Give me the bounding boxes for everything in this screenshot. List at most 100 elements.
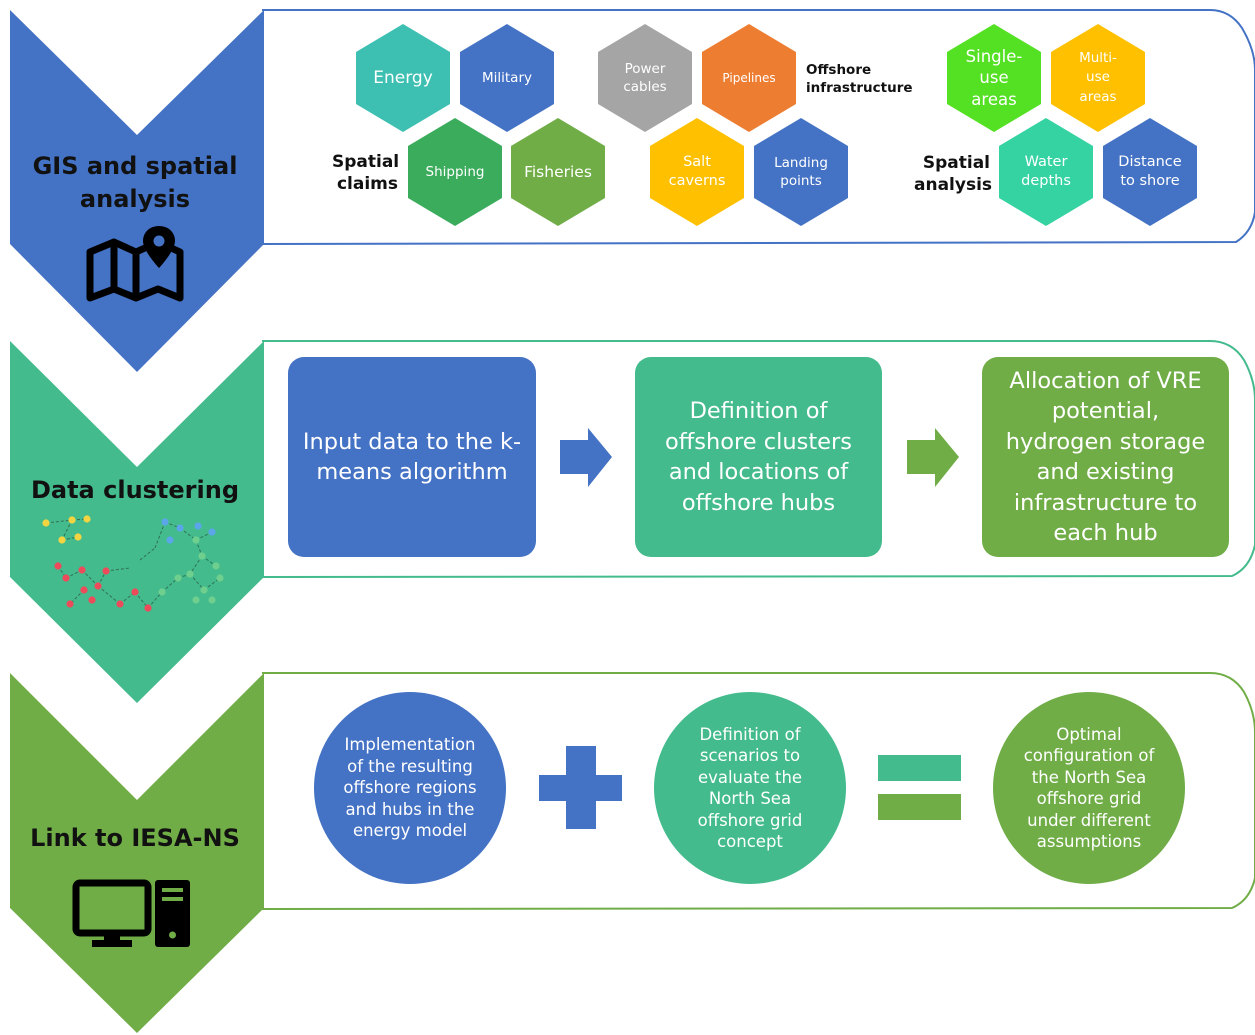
stage-title-link: Link to IESA-NS <box>30 824 240 852</box>
box-text-line: each hub <box>1053 520 1158 546</box>
plus-icon <box>539 746 622 829</box>
hex-label-line: Multi- <box>1079 49 1117 66</box>
hex-water-depths-label: Water depths <box>999 146 1093 198</box>
hex-fisheries <box>511 118 605 226</box>
computer-icon <box>72 879 190 947</box>
hex-energy-label: Energy <box>373 68 433 88</box>
stage-title-clustering: Data clustering <box>30 476 240 504</box>
circle-scenarios <box>654 692 846 884</box>
box-allocation-vre <box>982 357 1229 557</box>
circle-text-line: offshore grid <box>697 810 803 830</box>
box-text-line: infrastructure to <box>1013 489 1198 516</box>
box-input-data-text: Input data to the k- means algorithm <box>288 357 536 557</box>
circle-implementation <box>314 692 506 884</box>
equals-icon <box>878 755 961 781</box>
hex-military <box>460 24 554 132</box>
circle-text-line: and hubs in the <box>345 799 475 819</box>
hex-label-line: areas <box>1079 88 1117 105</box>
arrow-right-icon <box>907 428 959 487</box>
hex-label-line: use <box>979 68 1009 88</box>
box-text-line: Input data to the k- <box>302 428 522 455</box>
hex-multi-use-label: Multi- use areas <box>1051 48 1145 108</box>
hex-military-label: Military <box>481 70 532 86</box>
circle-scenarios-text: Definition of scenarios to evaluate the … <box>654 692 846 884</box>
arrow-right-icon <box>560 428 612 487</box>
label-line: infrastructure <box>806 80 913 96</box>
box-text-line: and locations of <box>668 459 849 485</box>
box-text-line: Allocation of VRE <box>1009 367 1202 394</box>
hex-label-line: use <box>1086 69 1110 86</box>
circle-text-line: of the resulting <box>347 756 473 776</box>
label-line: Spatial <box>922 153 990 173</box>
hex-label-line: cables <box>623 79 667 95</box>
hex-fisheries-label: Fisheries <box>524 163 592 181</box>
hex-single-use <box>947 24 1041 132</box>
hex-label-line: points <box>780 173 822 189</box>
hex-multi-use <box>1051 24 1145 132</box>
box-definition-clusters-text: Definition of offshore clusters and loca… <box>635 357 882 557</box>
label-line: analysis <box>914 175 993 195</box>
circle-optimal <box>993 692 1185 884</box>
hex-label-line: Power <box>624 61 666 77</box>
link-chevron <box>10 673 264 1033</box>
circle-text-line: concept <box>717 832 783 851</box>
hex-distance-to-shore <box>1103 118 1197 226</box>
circle-text-line: North Sea <box>708 789 792 808</box>
circle-text-line: offshore grid <box>1036 789 1142 808</box>
hex-shipping <box>408 118 502 226</box>
hex-label-line: Single- <box>965 46 1023 66</box>
hex-power-cables <box>598 24 692 132</box>
hex-label-line: Distance <box>1118 153 1182 170</box>
box-text-line: Definition of <box>689 398 828 424</box>
box-text-line: and existing <box>1036 459 1175 485</box>
box-text-line: offshore clusters <box>664 428 852 455</box>
box-text-line: offshore hubs <box>681 489 836 516</box>
circle-implementation-text: Implementation of the resulting offshore… <box>314 692 506 884</box>
hex-salt-caverns <box>650 118 744 226</box>
box-text-line: means algorithm <box>316 459 508 485</box>
hex-landing-points <box>754 118 848 226</box>
box-allocation-vre-text: Allocation of VRE potential, hydrogen st… <box>982 357 1229 557</box>
stage-title-line: analysis <box>79 185 191 213</box>
hex-label-line: Salt <box>683 154 711 170</box>
stage-title-gis: GIS and spatial analysis <box>0 150 270 216</box>
circle-text-line: Definition of <box>699 724 801 744</box>
hex-pipelines-label: Pipelines <box>722 71 776 85</box>
hex-label-line: Landing <box>774 155 828 171</box>
circle-text-line: energy model <box>352 821 468 841</box>
hex-power-cables-label: Power cables <box>598 52 692 104</box>
equals-icon <box>878 794 961 820</box>
offshore-infrastructure-label: Offshore infrastructure <box>806 61 913 97</box>
hex-label-line: depths <box>1021 173 1071 189</box>
hex-landing-points-label: Landing points <box>754 146 848 198</box>
location-pin-icon <box>143 226 175 268</box>
circle-text-line: assumptions <box>1036 832 1142 851</box>
hex-salt-caverns-label: Salt caverns <box>650 146 744 198</box>
map-pin-icon <box>86 238 184 302</box>
stage-title-line: GIS and spatial <box>32 152 238 180</box>
hex-distance-label: Distance to shore <box>1103 146 1197 198</box>
circle-text-line: Optimal <box>1056 724 1122 744</box>
hex-label-line: areas <box>971 89 1017 109</box>
box-text-line: potential, <box>1051 398 1160 424</box>
circle-text-line: under different <box>1027 810 1151 830</box>
hex-pipelines <box>702 24 796 132</box>
spatial-analysis-label: Spatial analysis <box>914 152 993 196</box>
circle-text-line: configuration of <box>1023 746 1155 765</box>
hex-shipping-label: Shipping <box>425 164 485 180</box>
label-line: claims <box>336 174 398 194</box>
circle-text-line: the North Sea <box>1031 767 1147 787</box>
circle-optimal-text: Optimal configuration of the North Sea o… <box>993 692 1185 884</box>
cluster-network-icon <box>42 515 224 612</box>
circle-text-line: offshore regions <box>343 778 477 798</box>
gis-chevron <box>10 10 264 372</box>
hex-single-use-label: Single- use areas <box>947 44 1041 112</box>
circle-text-line: evaluate the <box>697 767 803 787</box>
hex-label-line: to shore <box>1120 173 1180 189</box>
circle-text-line: Implementation <box>344 735 476 755</box>
hex-energy <box>356 24 450 132</box>
label-line: Spatial <box>332 152 400 172</box>
box-input-data <box>288 357 536 557</box>
box-text-line: hydrogen storage <box>1005 428 1206 455</box>
clustering-chevron <box>10 341 264 703</box>
